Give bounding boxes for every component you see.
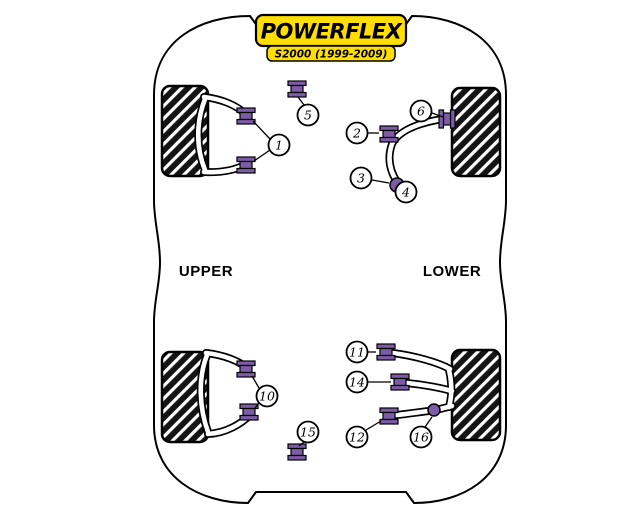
- tire-front-right: [450, 86, 502, 178]
- callout-2: 2: [345, 121, 369, 145]
- svg-text:2: 2: [352, 126, 361, 141]
- bush-front-link-5: [287, 80, 307, 98]
- svg-text:10: 10: [259, 389, 275, 404]
- leader-line: [251, 375, 260, 389]
- svg-text:3: 3: [357, 171, 365, 186]
- label-upper: UPPER: [179, 263, 233, 280]
- callout-12: 12: [345, 425, 369, 449]
- leader-line: [298, 441, 305, 447]
- front-lower-arm: [385, 114, 453, 186]
- callout-3: 3: [349, 166, 373, 190]
- logo-wordmark: POWERFLEX: [261, 20, 404, 44]
- leader-line: [297, 96, 305, 106]
- bush-rear-upper-a: [236, 360, 256, 378]
- callout-14: 14: [345, 370, 369, 394]
- svg-text:6: 6: [417, 104, 425, 119]
- svg-text:15: 15: [300, 425, 316, 440]
- leader-line: [365, 420, 382, 431]
- callout-5: 5: [296, 103, 320, 127]
- bush-rear-lower-11: [376, 343, 396, 361]
- callout-6: 6: [409, 99, 433, 123]
- bush-front-upper-a: [236, 107, 256, 125]
- brand-logo: POWERFLEX S2000 (1999-2009): [254, 13, 408, 62]
- tire-rear-left: [160, 350, 210, 444]
- svg-text:11: 11: [349, 345, 365, 360]
- svg-text:4: 4: [401, 185, 410, 200]
- bush-rear-lower-14: [390, 373, 410, 391]
- svg-text:14: 14: [349, 375, 365, 390]
- leader-line: [424, 416, 433, 428]
- leader-line: [431, 112, 444, 118]
- leader-line: [253, 149, 271, 162]
- callout-4: 4: [394, 180, 418, 204]
- svg-text:5: 5: [304, 108, 312, 123]
- model-label: S2000 (1999-2009): [275, 49, 388, 61]
- svg-text:12: 12: [349, 430, 365, 445]
- callout-10: 10: [255, 384, 279, 408]
- callout-16: 16: [409, 425, 433, 449]
- svg-text:16: 16: [413, 430, 429, 445]
- label-lower: LOWER: [423, 263, 481, 280]
- svg-text:1: 1: [275, 138, 283, 153]
- bush-front-lower-2: [379, 125, 399, 143]
- rear-lower-links: [389, 349, 456, 419]
- model-box: [266, 45, 396, 62]
- leader-line: [371, 179, 390, 184]
- leader-line: [252, 120, 271, 140]
- bush-front-lower-6: [438, 109, 456, 129]
- callout-15: 15: [296, 420, 320, 444]
- bush-rear-link-15: [287, 443, 307, 461]
- callout-1: 1: [267, 133, 291, 157]
- leader-line: [254, 402, 260, 409]
- bush-rear-lower-12: [379, 407, 399, 425]
- bush-rear-upper-b: [239, 403, 259, 421]
- callout-11: 11: [345, 340, 369, 364]
- tire-rear-right: [450, 348, 502, 442]
- bush-front-upper-b: [236, 156, 256, 174]
- joint-rear-16: [427, 403, 441, 417]
